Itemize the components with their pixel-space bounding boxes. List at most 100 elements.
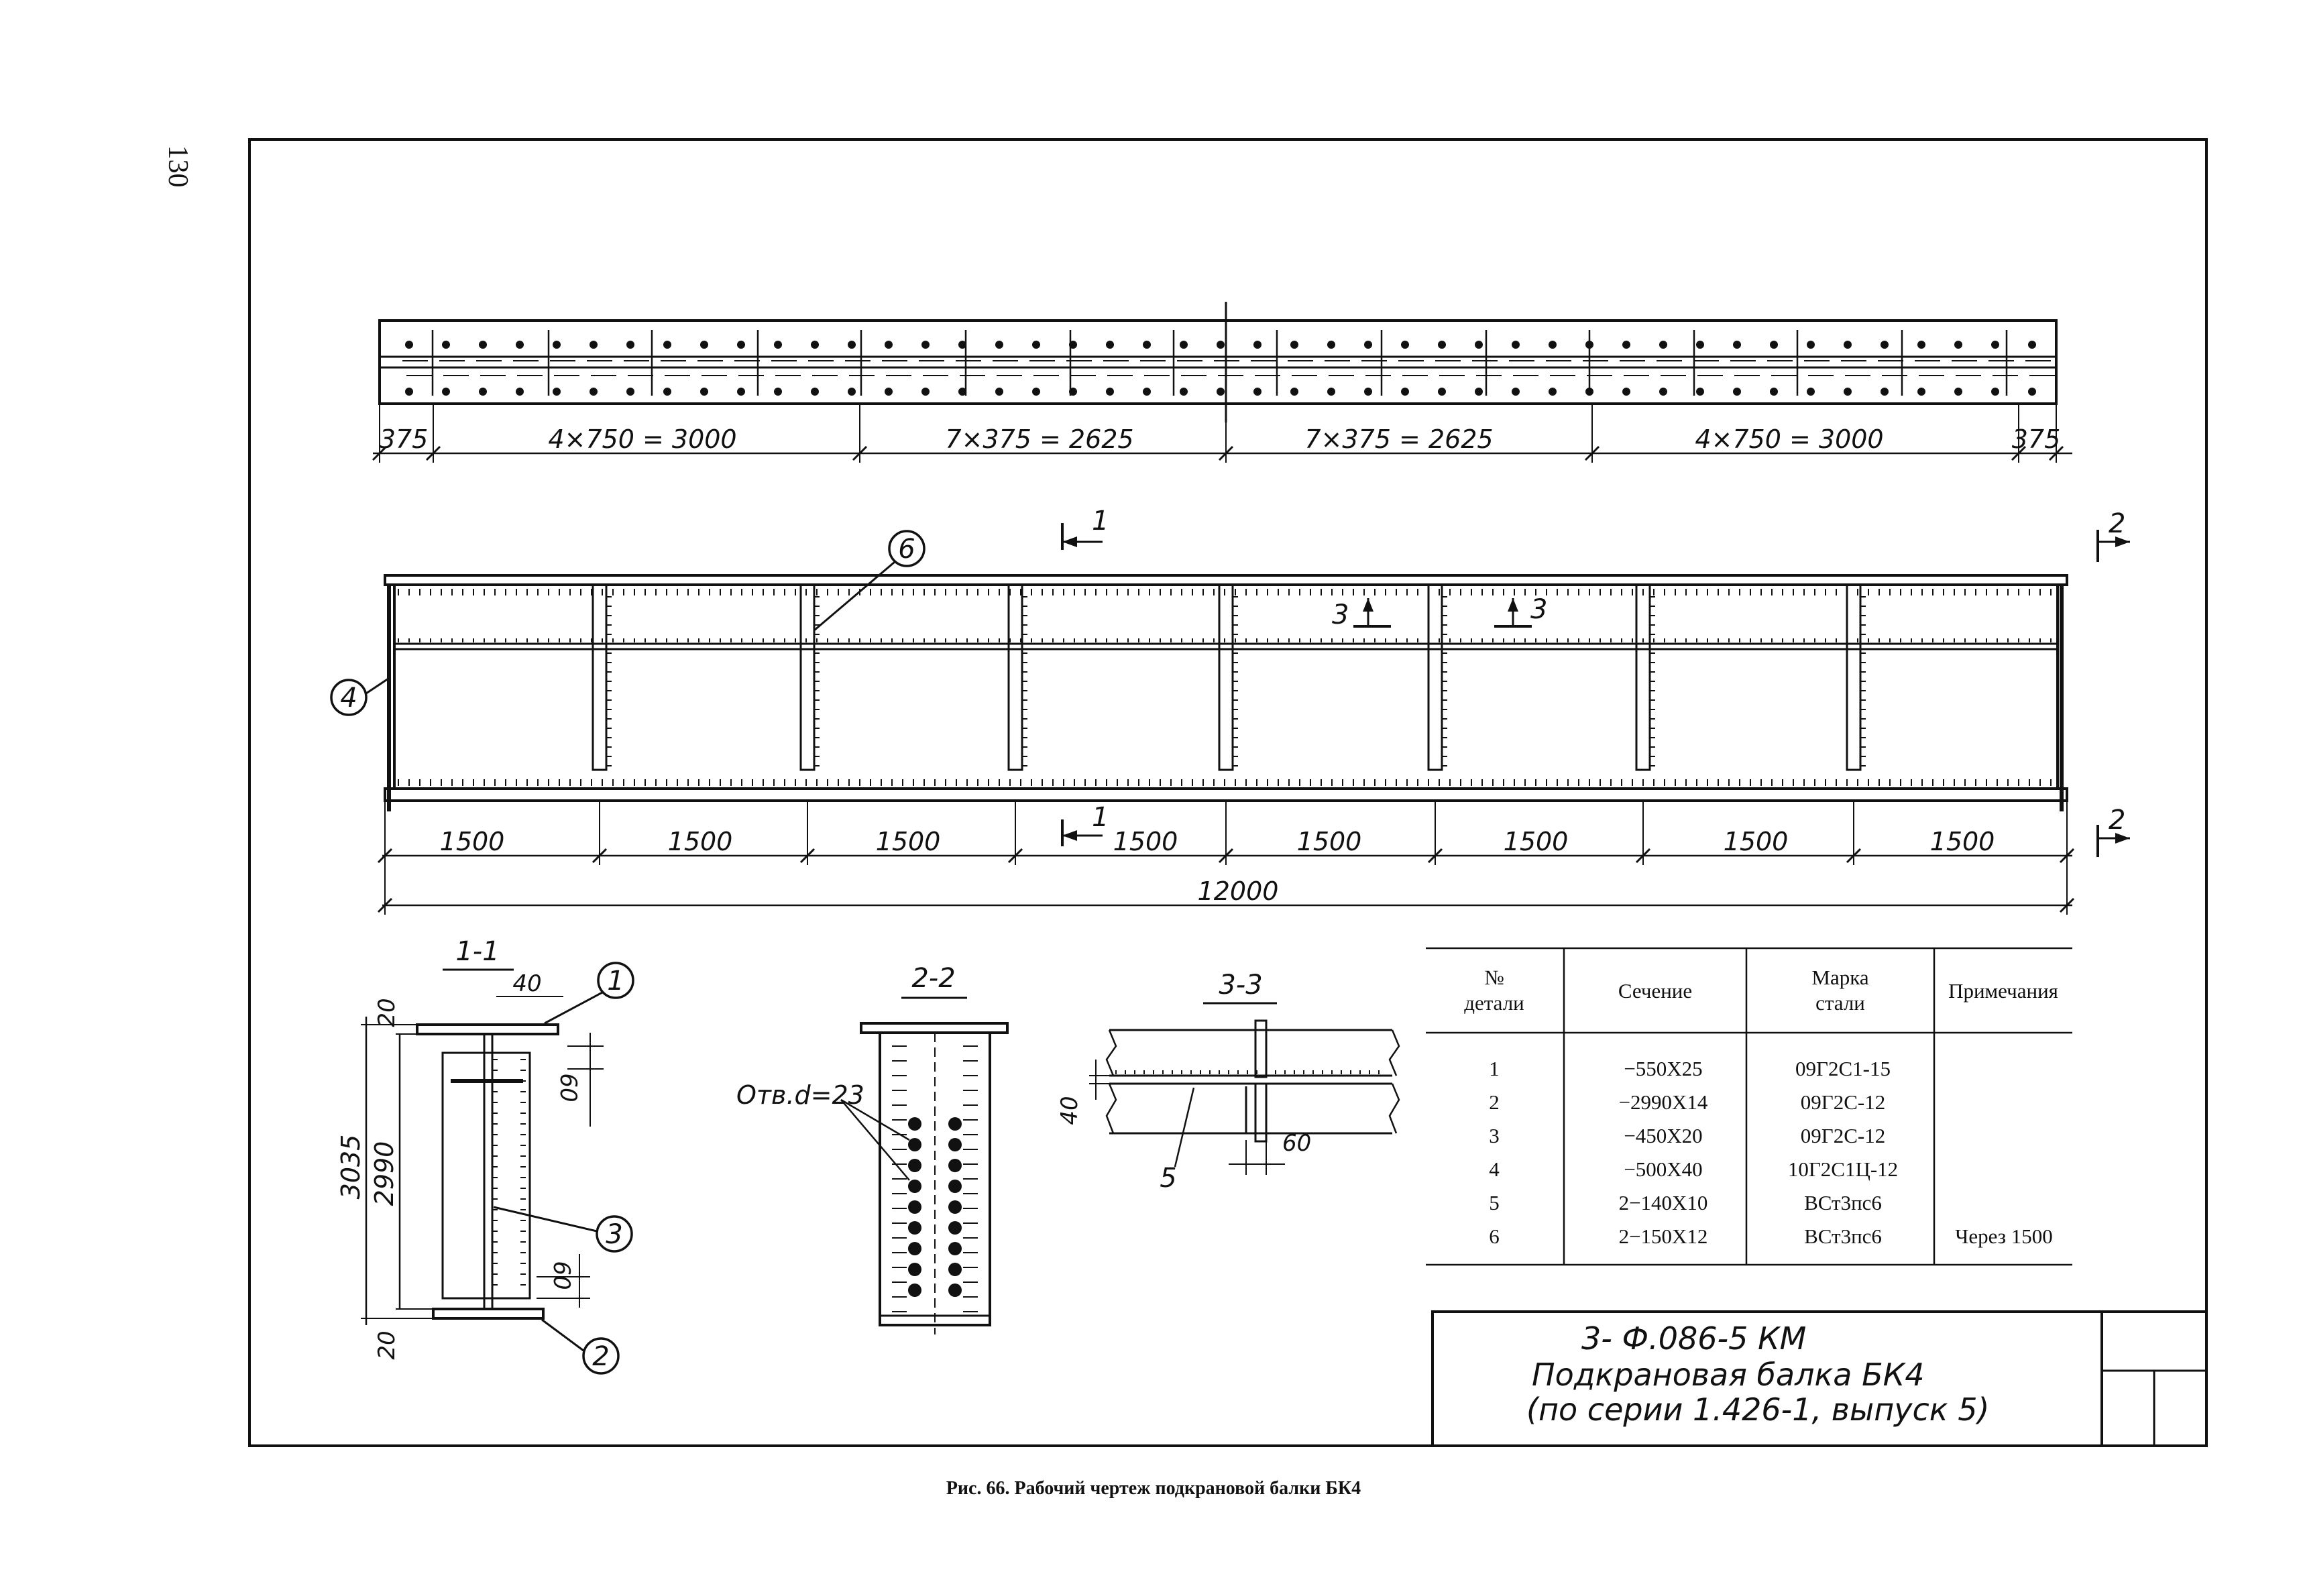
intermediate-stiffener [1846,583,1862,771]
section-mark-1-top: 1 [1061,506,1109,550]
intermediate-stiffener [799,583,816,771]
bolt-hole [1770,341,1778,349]
bolt-hole [1475,341,1483,349]
bolt-hole [1143,341,1151,349]
sec33-dim-40: 40 [1056,1096,1083,1125]
title-block: 3- Ф.086-5 КМ Подкрановая балка БК4 (по … [1431,1310,2206,1446]
bolt [948,1180,962,1193]
bolt-hole [1881,388,1889,396]
plan-dim-tick [1584,445,1600,461]
sec11-dim-2990: 2990 [370,1141,399,1206]
plan-dim-2625-left: 7×375 = 2625 [945,424,1133,454]
sec11-stiffener [441,1051,531,1300]
bolt-hole [442,388,450,396]
svg-text:4: 4 [340,683,357,714]
sec11-top-flange [416,1023,559,1035]
bolt-hole [1253,341,1261,349]
header-note: Примечания [1948,979,2058,1003]
sec33-stiffener-upper [1254,1019,1268,1078]
section-mark-3-right: 3 [1494,594,1547,628]
elev-dim-tick [1007,848,1023,864]
elev-dim-4: 1500 [1113,827,1178,856]
bolt-hole [1106,388,1114,396]
plan-dim-tick [2011,445,2027,461]
bolt-hole [1438,388,1446,396]
row-no: 2 [1489,1090,1500,1114]
bolt-hole [1733,388,1741,396]
bolt-hole [1475,388,1483,396]
header-section: Сечение [1618,979,1692,1003]
bolt-hole [1217,388,1225,396]
bolt-hole [1401,341,1409,349]
bolt-hole [1917,341,1925,349]
row-no: 4 [1489,1157,1500,1181]
intermediate-stiffener [1007,583,1023,771]
bolt-hole [516,388,524,396]
elev-dim-tick [1846,848,1862,864]
bolt-hole [1659,341,1667,349]
plan-dim-tick [2048,445,2064,461]
page-number: 130 [162,146,193,188]
bolt-hole [1696,341,1704,349]
elev-dim-tick [799,848,816,864]
bolt-hole [1991,388,1999,396]
intermediate-stiffener [592,583,608,771]
bolt-hole [995,341,1003,349]
row-section: −500X40 [1624,1157,1702,1181]
elev-dim-tick [592,848,608,864]
bolt-hole [1180,388,1188,396]
bolt-hole [737,388,745,396]
sec11-dim-60-top: 60 [555,1073,581,1102]
plan-dim-2625-right: 7×375 = 2625 [1304,424,1493,454]
row-section: −2990X14 [1619,1090,1708,1114]
bolt-hole [1364,341,1372,349]
bolt-hole [1290,388,1298,396]
bolt-hole [1327,388,1335,396]
bolt-hole [1217,341,1225,349]
bolt-hole [885,388,893,396]
top-flange-plan: 375 4×750 = 3000 7×375 = 2625 7×375 = 26… [372,302,2072,463]
bolt [908,1180,921,1193]
callout-3: 3 [493,1206,633,1253]
bottom-flange [384,787,2068,802]
elev-dim-tick [1635,848,1651,864]
sec22-top-plate [860,1022,1009,1034]
bolt-hole [1512,388,1520,396]
bolt [908,1284,921,1297]
figure-caption: Рис. 66. Рабочий чертеж подкрановой балк… [946,1478,1361,1499]
row-no: 6 [1489,1224,1500,1248]
elev-dim-tick [2059,848,2075,864]
section-2-2: 2-2 Отв.d=23 [736,963,1009,1334]
bolt-hole [1881,341,1889,349]
bolt [908,1221,921,1235]
row-no: 5 [1489,1191,1500,1214]
sec22-hole-label: Отв.d=23 [736,1080,864,1110]
bolt-hole [1106,341,1114,349]
title-name: Подкрановая балка БК4 [1532,1357,1925,1393]
bolt [908,1200,921,1214]
bolt-hole [1549,341,1557,349]
plan-dim-tick [372,445,388,461]
bolt-hole [1180,341,1188,349]
row-section: 2−140X10 [1619,1191,1708,1214]
svg-text:1: 1 [607,966,624,996]
section-1-1-title: 1-1 [455,936,499,967]
sheet-frame [248,138,2208,1447]
section-mark-3-left: 3 [1332,598,1391,630]
row-section: −450X20 [1624,1124,1702,1147]
sec11-web [483,1033,494,1310]
bolt [908,1263,921,1276]
plan-dim-tick [425,445,441,461]
plan-outline [378,319,2058,405]
bolt-hole [405,388,413,396]
bolt-hole [479,388,487,396]
bolt [908,1242,921,1255]
bolt [948,1138,962,1151]
intermediate-stiffener [1218,583,1234,771]
row-grade: 09Г2С1-15 [1795,1057,1891,1080]
bolt-hole [921,341,930,349]
elev-dim-1: 1500 [440,827,505,856]
bolt-hole [1032,388,1040,396]
